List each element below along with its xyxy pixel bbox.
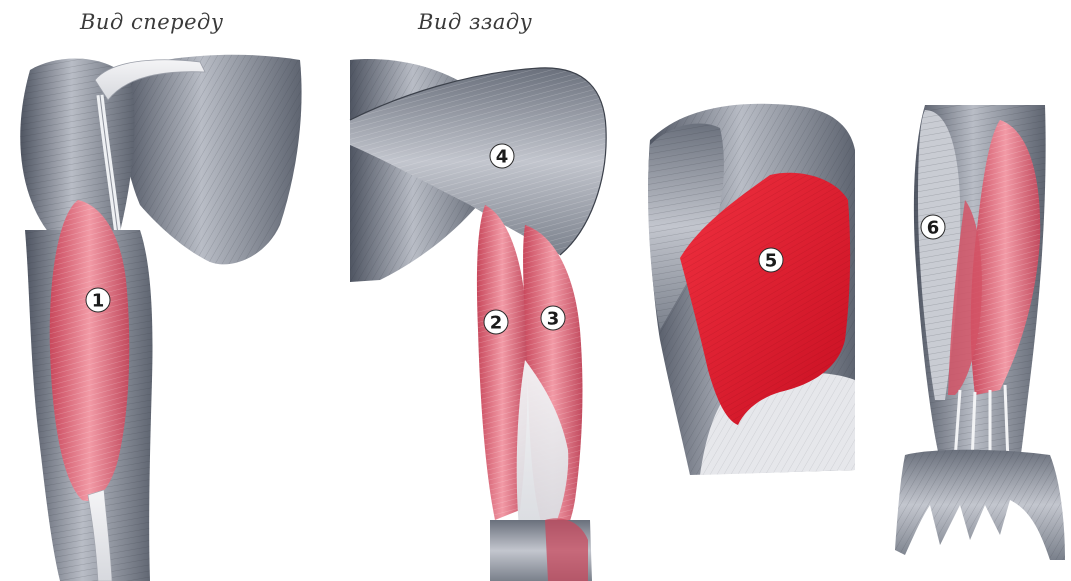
marker-5-label: 5 xyxy=(765,251,778,272)
marker-2: 2 xyxy=(484,310,508,334)
marker-2-label: 2 xyxy=(490,313,503,334)
back-view-arm xyxy=(350,59,606,581)
marker-4-label: 4 xyxy=(496,147,509,168)
marker-1-label: 1 xyxy=(92,291,105,312)
front-view-arm xyxy=(20,55,301,581)
marker-3: 3 xyxy=(541,306,565,330)
marker-6-label: 6 xyxy=(927,218,940,239)
marker-4: 4 xyxy=(490,144,514,168)
marker-1: 1 xyxy=(86,288,110,312)
marker-5: 5 xyxy=(759,248,783,272)
forearm-view xyxy=(895,105,1065,560)
marker-6: 6 xyxy=(921,215,945,239)
chest-view xyxy=(648,104,855,475)
marker-3-label: 3 xyxy=(547,309,560,330)
